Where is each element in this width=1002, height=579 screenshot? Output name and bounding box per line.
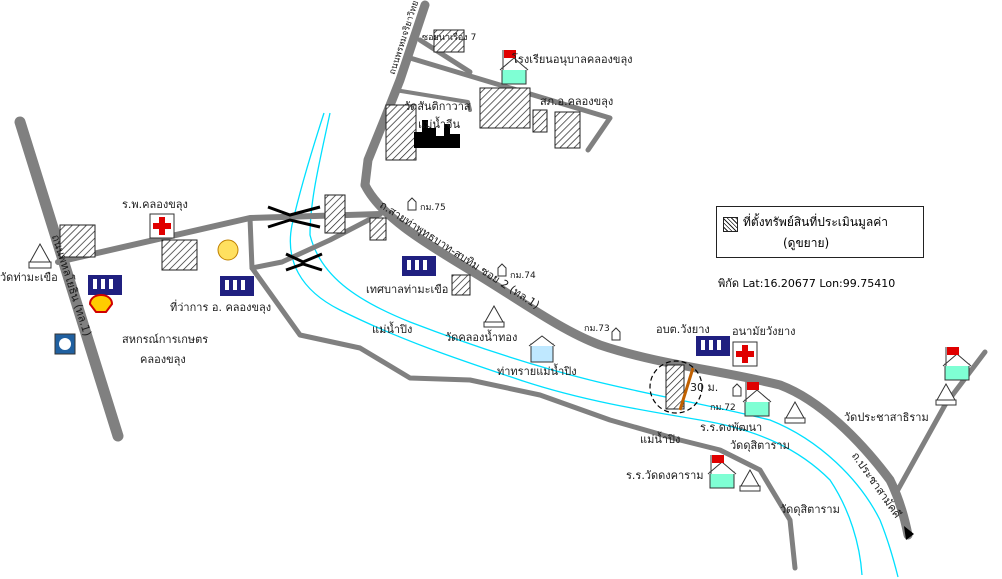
building-icon (88, 256, 730, 356)
label-health: อนามัยวังยาง (732, 325, 796, 338)
label-police: สภ.อ.คลองขลุง (540, 95, 614, 108)
pier-icon (528, 335, 556, 363)
label-school-north: โรงเรียนอนุบาลคลองขลุง (512, 53, 633, 66)
legend-swatch (723, 217, 738, 232)
river-lines (289, 112, 899, 578)
milestone-icon (407, 197, 742, 397)
map-legend: ที่ตั้งทรัพย์สินที่ประเมินมูลค่า (ดูขยาย… (716, 206, 924, 258)
label-temple-center: วัดคลองน้ำทอง (445, 331, 518, 344)
building-blocks (59, 29, 581, 296)
label-temple-north-2: แม่น้ำจีน (418, 118, 461, 131)
label-temple-south-2: วัดดุสิตาราม (780, 503, 840, 516)
label-school-east: ร.ร.ดงพัฒนา (700, 421, 763, 434)
bridges (267, 205, 323, 272)
label-hospital-west: ร.พ.คลองขลุง (122, 198, 188, 211)
label-river-1: แม่น้ำปิง (372, 323, 413, 336)
coordinates-label: พิกัด Lat:16.20677 Lon:99.75410 (718, 277, 896, 290)
bank-icon (54, 333, 76, 355)
skyline-icon (414, 120, 460, 148)
label-river-2: แม่น้ำปิง (640, 433, 681, 446)
target-plot (649, 360, 703, 414)
label-km-75: กม.75 (420, 203, 446, 213)
school-flag-icon (499, 50, 972, 489)
label-pier: ท่าทรายแม่น้ำปิง (497, 365, 577, 378)
label-temple-east: วัดประชาสาธิราม (844, 411, 929, 424)
label-coop-1: สหกรณ์การเกษตร (122, 333, 209, 346)
hospital-cross-icon (149, 213, 175, 239)
label-km-72: กม.72 (710, 403, 736, 413)
hospital-cross-icon (732, 341, 758, 367)
north-arrow-icon (904, 526, 914, 540)
road-network (14, 0, 988, 571)
legend-title: ที่ตั้งทรัพย์สินที่ประเมินมูลค่า (743, 215, 889, 229)
label-coop-2: คลองขลุง (140, 353, 186, 366)
label-temple-west: วัดท่ามะเขือ (0, 271, 58, 284)
legend-subtitle: (ดูขยาย) (783, 236, 830, 250)
temple-icon (28, 242, 957, 492)
label-km-73: กม.73 (584, 324, 610, 334)
emblem-icon (217, 239, 239, 261)
fuel-shell-icon (88, 294, 114, 313)
label-temple-south: วัดดุสิตาราม (730, 439, 790, 452)
label-temple-north: วัดสันติกาวาส (404, 100, 471, 113)
label-soi-7: ซอยนาเรือง 7 (422, 33, 477, 43)
label-school-south: ร.ร.วัดดงคาราม (626, 469, 704, 482)
label-district-office: ที่ว่าการ อ. คลองขลุง (170, 301, 272, 314)
label-distance: 30 ม. (690, 381, 719, 394)
label-km-74: กม.74 (510, 271, 536, 281)
label-clinic: อบต.วังยาง (656, 323, 710, 336)
label-municipal: เทศบาลท่ามะเขือ (366, 283, 449, 296)
